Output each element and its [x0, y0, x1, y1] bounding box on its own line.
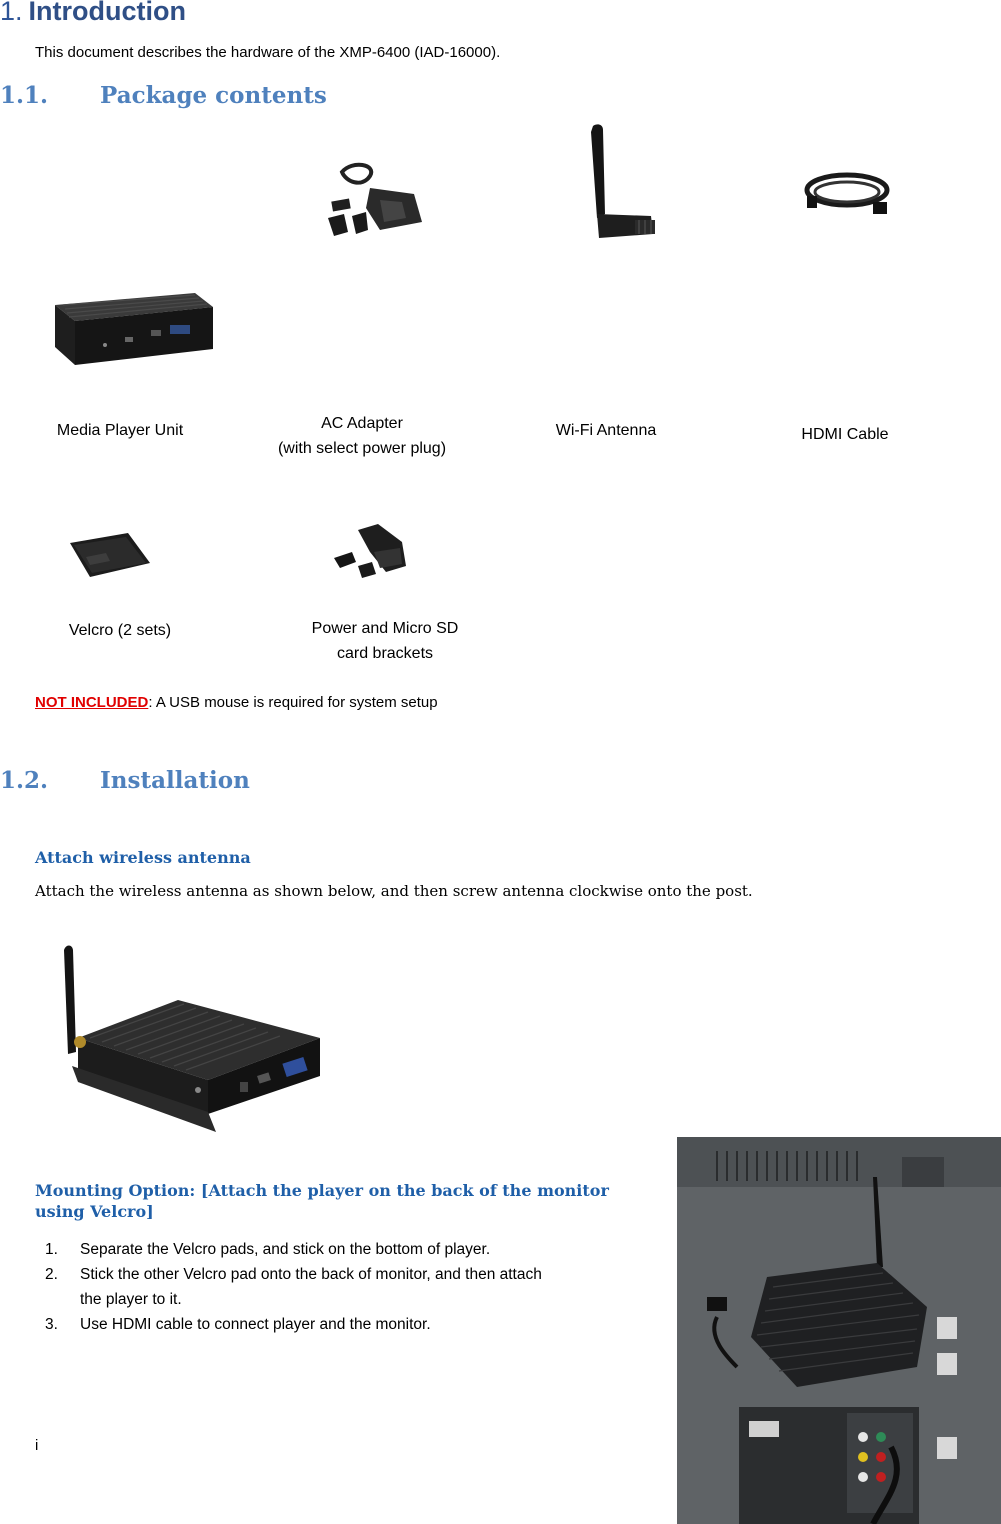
- section-number: 1.1.: [0, 82, 49, 109]
- not-included-label: NOT INCLUDED: [35, 694, 149, 711]
- intro-text: This document describes the hardware of …: [35, 44, 501, 61]
- caption-brackets: Power and Micro SD card brackets: [265, 616, 505, 666]
- step-number: 1.: [45, 1241, 58, 1258]
- media-player-icon: [45, 285, 217, 373]
- heading-title: Introduction: [28, 0, 186, 26]
- not-included-note: NOT INCLUDED: A USB mouse is required fo…: [35, 694, 438, 711]
- list-item: 2. Stick the other Velcro pad onto the b…: [35, 1262, 675, 1312]
- step-text: Use HDMI cable to connect player and the…: [80, 1316, 431, 1333]
- caption-line: AC Adapter: [321, 415, 403, 432]
- caption-line: card brackets: [336, 645, 434, 662]
- mounting-steps-list: 1. Separate the Velcro pads, and stick o…: [35, 1237, 675, 1337]
- hdmi-cable-icon: [803, 166, 893, 222]
- step-number: 3.: [45, 1316, 58, 1333]
- step-text: Separate the Velcro pads, and stick on t…: [80, 1241, 491, 1258]
- section-package-heading: 1.1. Package contents: [0, 82, 327, 109]
- list-item: 3. Use HDMI cable to connect player and …: [35, 1312, 675, 1337]
- attach-antenna-text: Attach the wireless antenna as shown bel…: [35, 882, 753, 900]
- section-title: Installation: [100, 767, 250, 794]
- caption-media-player: Media Player Unit: [56, 422, 184, 439]
- heading-number: 1.: [0, 0, 23, 26]
- mounting-heading-line: using Velcro]: [35, 1202, 154, 1221]
- page-number: i: [35, 1437, 39, 1454]
- caption-line: Power and Micro SD: [311, 620, 459, 637]
- step-text: Stick the other Velcro pad onto the back…: [80, 1266, 542, 1283]
- velcro-icon: [66, 527, 152, 583]
- bracket-icon: [330, 522, 410, 580]
- caption-line: (with select power plug): [277, 440, 447, 457]
- mounting-heading: Mounting Option: [Attach the player on t…: [35, 1180, 655, 1222]
- section-install-heading: 1.2. Installation: [0, 767, 250, 794]
- player-with-antenna-icon: [58, 942, 326, 1138]
- monitor-back-photo: [677, 1137, 1001, 1524]
- caption-ac-adapter: AC Adapter (with select power plug): [242, 411, 482, 461]
- attach-antenna-heading: Attach wireless antenna: [35, 848, 251, 867]
- page-title: 1.Introduction: [0, 0, 186, 27]
- antenna-icon: [583, 122, 659, 246]
- caption-hdmi-cable: HDMI Cable: [801, 426, 889, 443]
- step-number: 2.: [45, 1266, 58, 1283]
- list-item: 1. Separate the Velcro pads, and stick o…: [35, 1237, 675, 1262]
- section-title: Package contents: [100, 82, 327, 109]
- caption-antenna: Wi-Fi Antenna: [555, 422, 657, 439]
- ac-adapter-icon: [322, 160, 426, 242]
- not-included-text: : A USB mouse is required for system set…: [148, 694, 438, 711]
- caption-velcro: Velcro (2 sets): [68, 622, 172, 639]
- section-number: 1.2.: [0, 767, 49, 794]
- step-text: the player to it.: [80, 1291, 182, 1308]
- mounting-heading-line: Mounting Option: [Attach the player on t…: [35, 1181, 609, 1200]
